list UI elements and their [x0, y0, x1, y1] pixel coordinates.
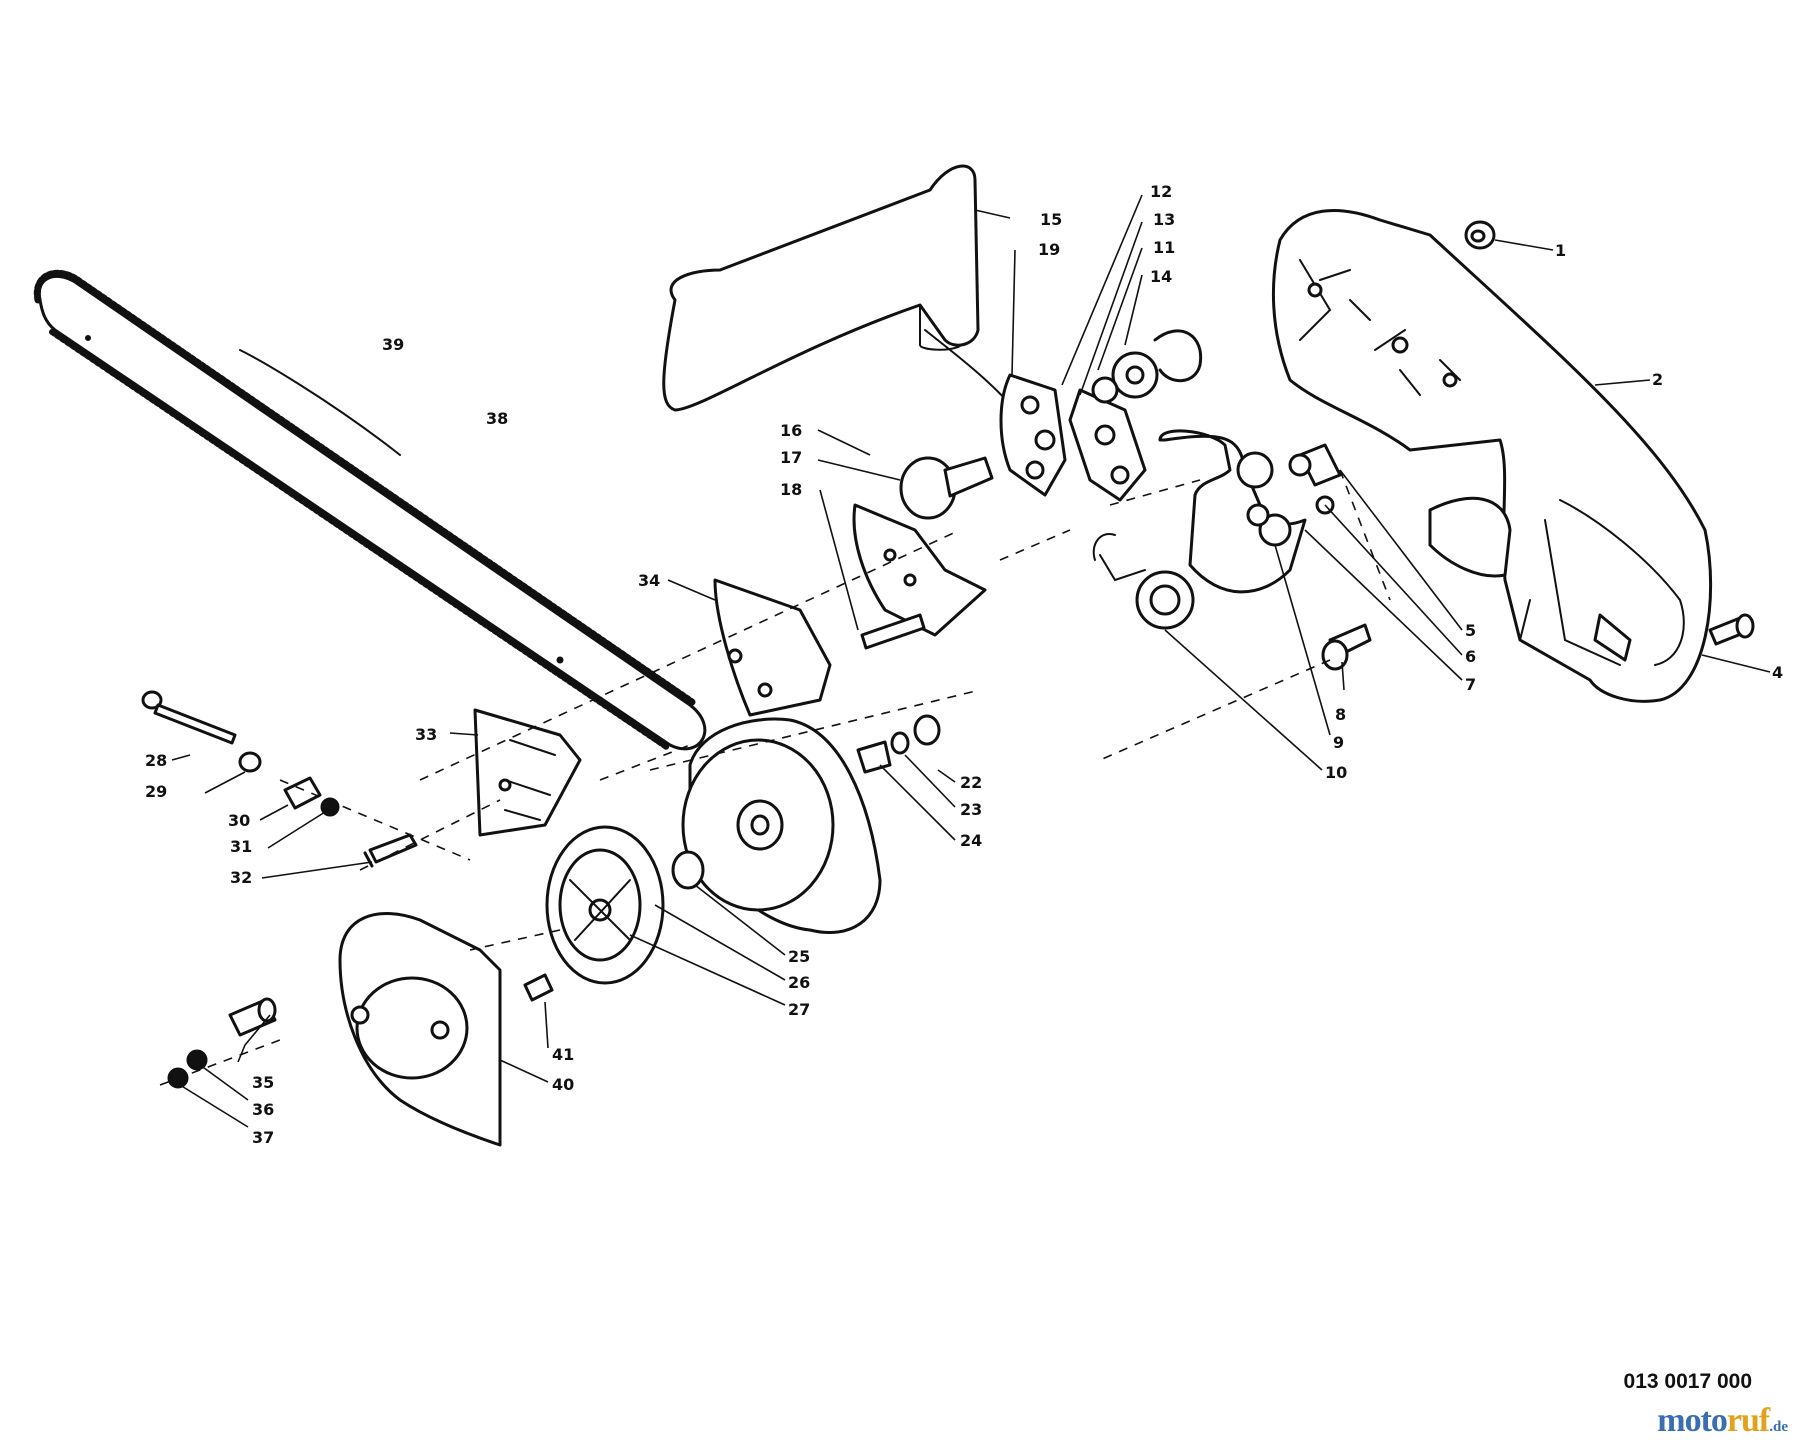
label-19: 19: [1038, 240, 1060, 259]
brand-logo: motoruf.de: [1657, 1402, 1788, 1440]
label-28: 28: [145, 751, 167, 770]
hand-guard: [662, 164, 1016, 412]
leader-lines: [171, 194, 1771, 1128]
label-36: 36: [252, 1100, 274, 1119]
stud-32: [363, 833, 418, 868]
label-33: 33: [415, 725, 437, 744]
label-12: 12: [1150, 182, 1172, 201]
nut: [1464, 220, 1496, 250]
label-1: 1: [1555, 241, 1566, 260]
label-35: 35: [252, 1073, 274, 1092]
guide-bar-with-chain: [33, 269, 707, 751]
clutch-drum: [681, 717, 882, 935]
label-34: 34: [638, 571, 660, 590]
brake-linkage: [999, 329, 1203, 502]
label-5: 5: [1465, 621, 1476, 640]
label-31: 31: [230, 837, 252, 856]
label-10: 10: [1325, 763, 1347, 782]
sprocket-cover-plate: [713, 578, 832, 717]
label-38: 38: [486, 409, 508, 428]
label-11: 11: [1153, 238, 1175, 257]
label-7: 7: [1465, 675, 1476, 694]
label-25: 25: [788, 947, 810, 966]
brand-logo-part1: moto: [1657, 1402, 1728, 1439]
label-41: 41: [552, 1045, 574, 1064]
alignment-lines: [159, 469, 1391, 1086]
label-23: 23: [960, 800, 982, 819]
sprocket-cover: [338, 912, 502, 1147]
label-39: 39: [382, 335, 404, 354]
diagram-code: 013 0017 000: [1623, 1370, 1752, 1393]
brand-logo-suffix: .de: [1769, 1419, 1788, 1435]
engine-housing: [1271, 209, 1713, 703]
brake-plate: [852, 503, 987, 650]
spring: [1092, 533, 1116, 561]
bolt-28: [141, 690, 237, 745]
label-16: 16: [780, 421, 802, 440]
brand-logo-part2: ruf: [1726, 1402, 1770, 1439]
washer-36: [186, 1049, 208, 1071]
label-17: 17: [780, 448, 802, 467]
label-4: 4: [1772, 663, 1783, 682]
washer-25: [671, 850, 705, 890]
stud-30: [283, 776, 322, 810]
label-40: 40: [552, 1075, 574, 1094]
label-15: 15: [1040, 210, 1062, 229]
label-37: 37: [252, 1128, 274, 1147]
label-30: 30: [228, 811, 250, 830]
label-32: 32: [230, 868, 252, 887]
label-24: 24: [960, 831, 982, 850]
callout-labels: 1 2 4 5 6 7 8 9 10 11 12 13 14 15 16 17 …: [145, 182, 1783, 1147]
label-8: 8: [1335, 705, 1346, 724]
label-6: 6: [1465, 647, 1476, 666]
label-18: 18: [780, 480, 802, 499]
screw-right: [1708, 613, 1755, 646]
brake-knob: [899, 456, 994, 520]
stud-35: [228, 997, 277, 1037]
clutch-shoe: [545, 825, 665, 985]
label-9: 9: [1333, 733, 1344, 752]
label-26: 26: [788, 973, 810, 992]
label-14: 14: [1150, 267, 1172, 286]
label-29: 29: [145, 782, 167, 801]
label-27: 27: [788, 1000, 810, 1019]
tensioner-plate: [473, 708, 582, 837]
label-13: 13: [1153, 210, 1175, 229]
nut-22-24: [856, 714, 941, 774]
label-2: 2: [1652, 370, 1663, 389]
label-22: 22: [960, 773, 982, 792]
screws-upper: [1288, 443, 1372, 671]
screw-41: [523, 973, 554, 1002]
washer-29: [238, 751, 262, 773]
